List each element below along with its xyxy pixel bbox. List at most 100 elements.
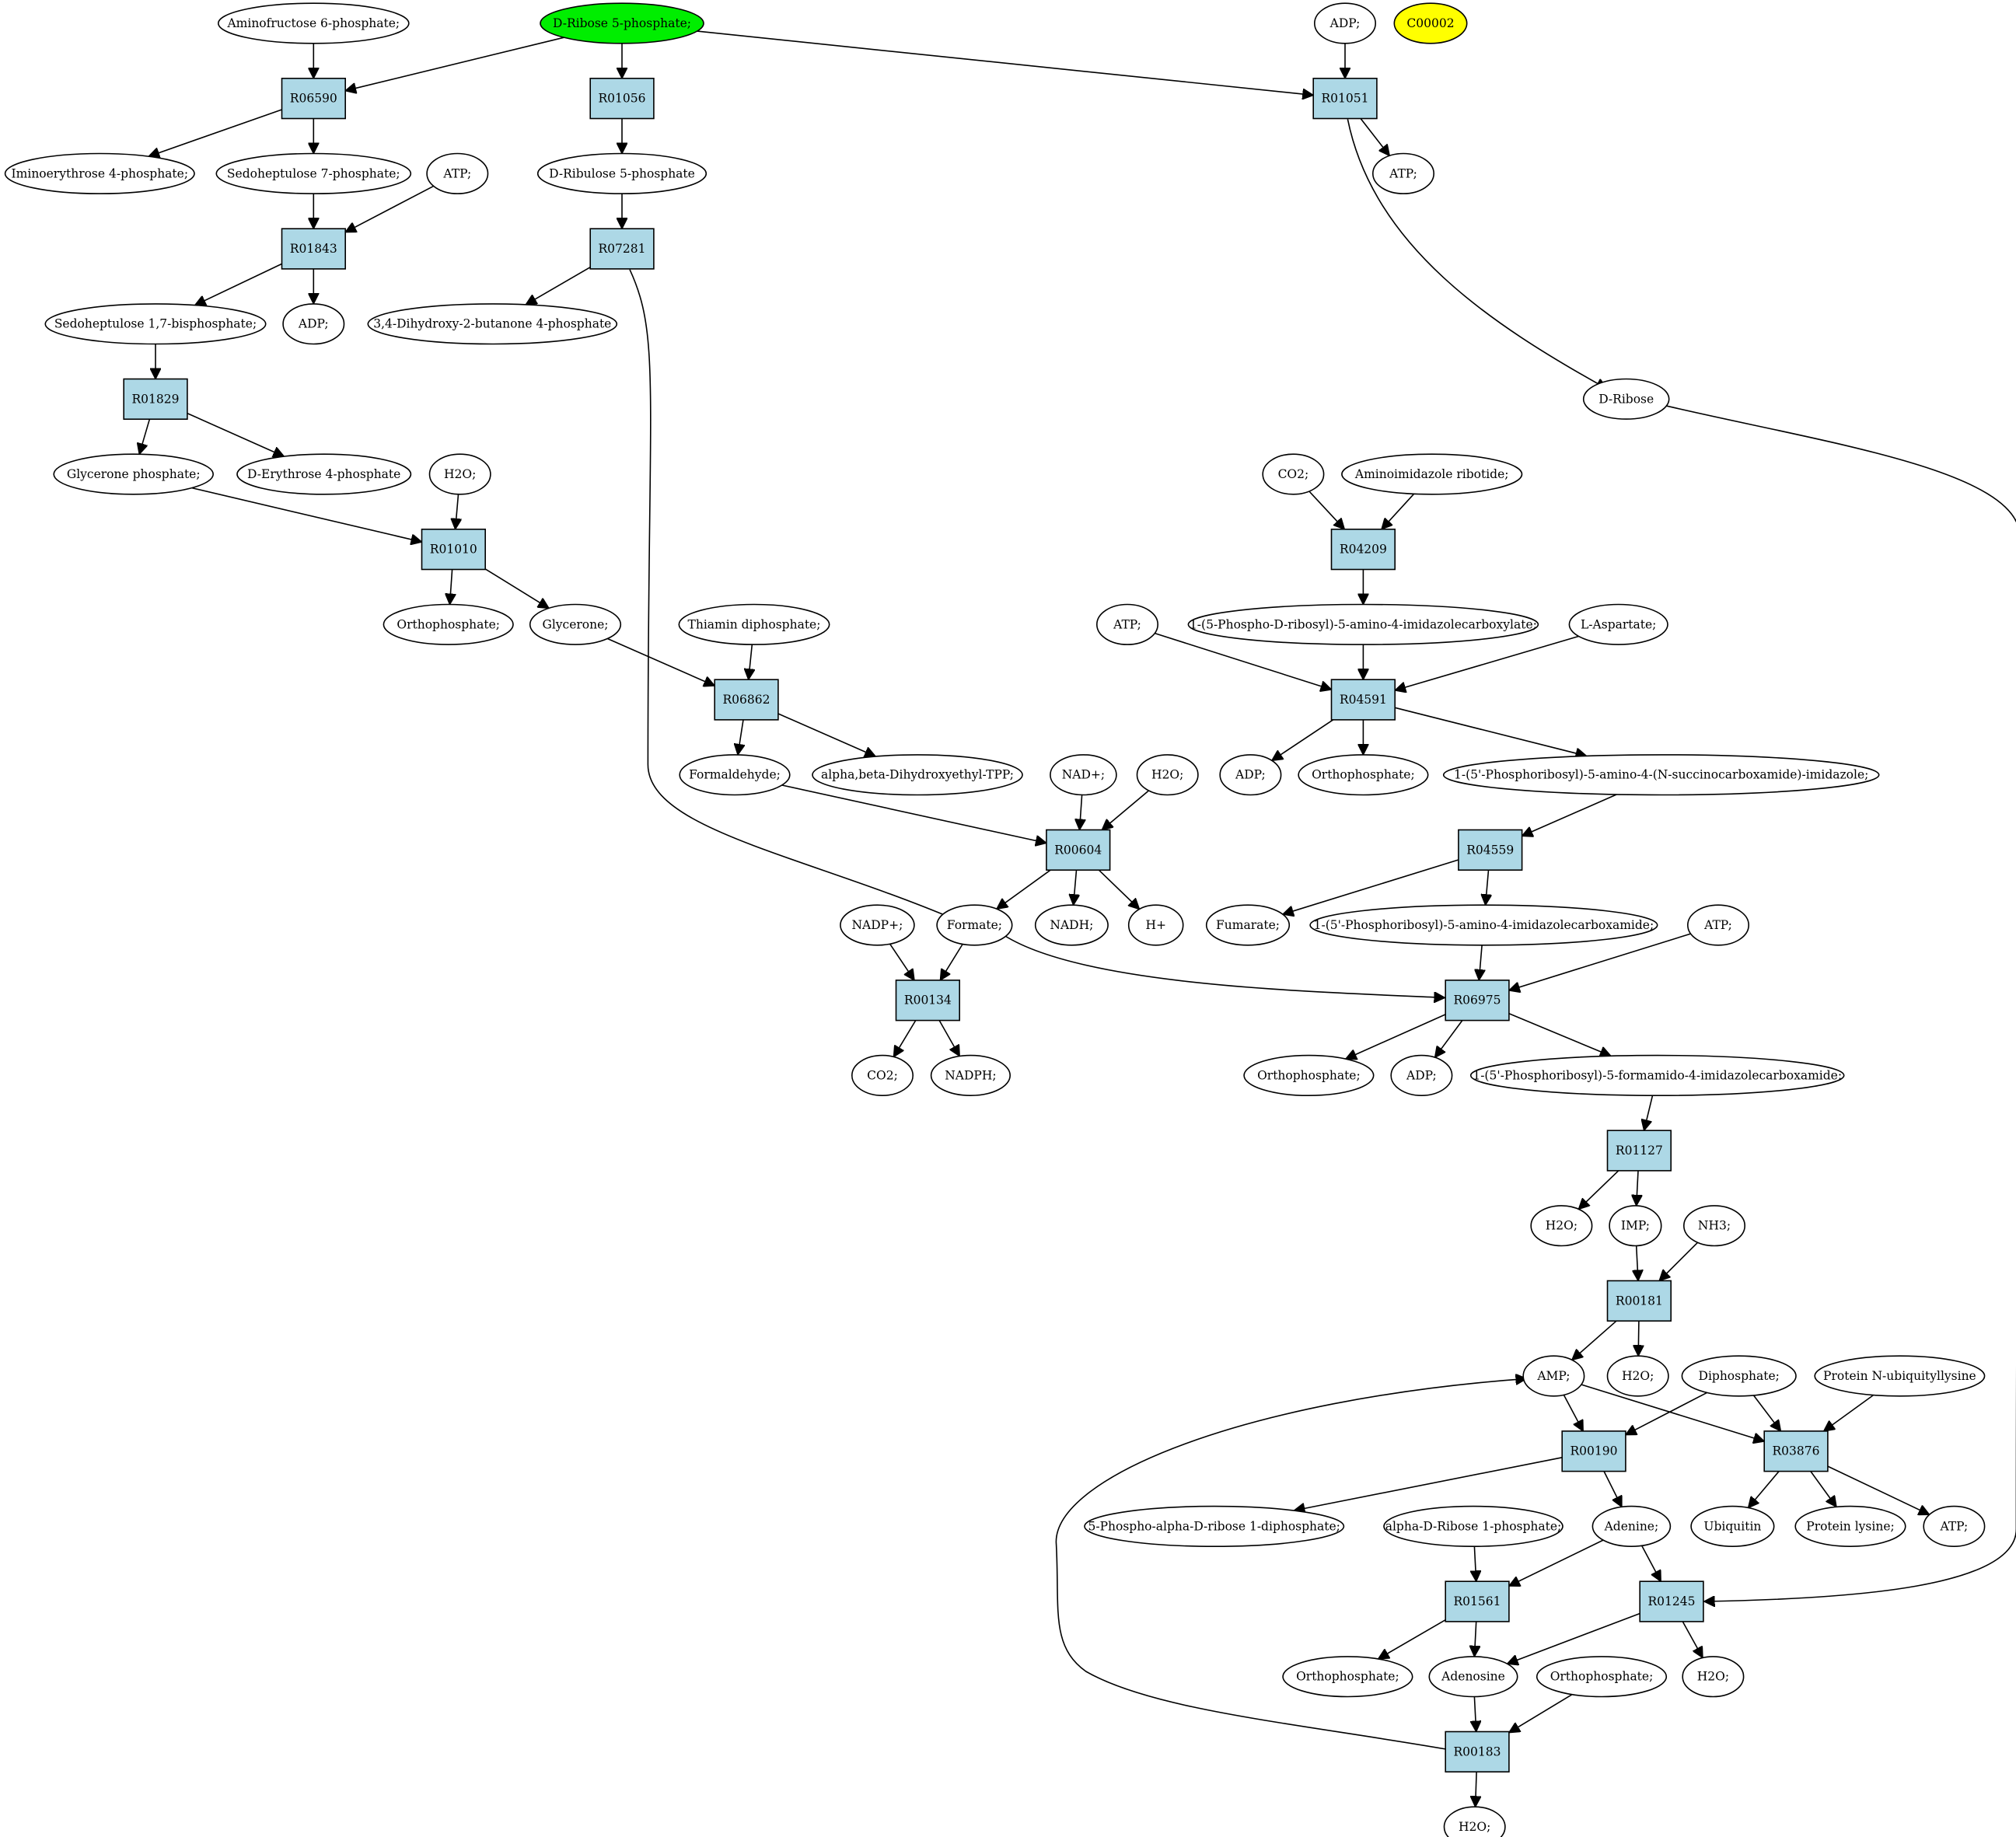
node-label: R06862	[723, 693, 770, 707]
compound-ellipse	[1606, 1355, 1669, 1397]
edge-r_R01051-to-c_atp_top	[1360, 118, 1389, 156]
compound-ellipse	[217, 2, 410, 44]
compound-node-c_h2o_1[interactable]: H2O;	[428, 453, 491, 495]
compound-node-c_nadh[interactable]: NADH;	[1034, 904, 1109, 946]
reaction-node-r_R01245[interactable]: R01245	[1639, 1580, 1704, 1622]
compound-node-c_h2o_2[interactable]: H2O;	[1136, 754, 1199, 796]
compound-node-c_c00002[interactable]: C00002	[1393, 2, 1468, 44]
compound-node-c_h2o_4[interactable]: H2O;	[1606, 1355, 1669, 1397]
compound-node-c_nadp_plus[interactable]: NAD+;	[1050, 754, 1117, 796]
reaction-node-r_R06975[interactable]: R06975	[1445, 980, 1510, 1022]
compound-node-c_tpp[interactable]: alpha,beta-Dihydroxyethyl-TPP;	[812, 754, 1023, 796]
reaction-node-r_R00190[interactable]: R00190	[1561, 1430, 1626, 1472]
node-label: ATP;	[1113, 617, 1141, 631]
compound-ellipse	[1683, 1205, 1746, 1247]
reaction-node-r_R01010[interactable]: R01010	[421, 528, 486, 571]
reaction-node-r_R06862[interactable]: R06862	[714, 679, 779, 721]
compound-node-c_formate[interactable]: Formate;	[936, 904, 1013, 946]
compound-node-c_h2o_3[interactable]: H2O;	[1530, 1205, 1593, 1247]
compound-node-c_saicar[interactable]: 1-(5'-Phosphoribosyl)-5-amino-4-(N-succi…	[1442, 754, 1880, 796]
compound-node-c_ubiquitin[interactable]: Ubiquitin	[1690, 1505, 1775, 1547]
compound-node-c_dhb4p[interactable]: 3,4-Dihydroxy-2-butanone 4-phosphate	[367, 303, 618, 345]
compound-node-c_nadpplus[interactable]: NADP+;	[840, 904, 915, 946]
reaction-node-r_R01843[interactable]: R01843	[281, 228, 346, 270]
compound-node-c_adenosine[interactable]: Adenosine	[1428, 1656, 1518, 1698]
compound-node-c_atp_1[interactable]: ATP;	[426, 152, 489, 194]
compound-node-c_orthop_3[interactable]: Orthophosphate;	[1243, 1054, 1375, 1096]
node-label: alpha,beta-Dihydroxyethyl-TPP;	[821, 768, 1014, 782]
compound-node-c_amp[interactable]: AMP;	[1522, 1355, 1585, 1397]
compound-node-c_atp_3[interactable]: ATP;	[1687, 904, 1750, 946]
edge-c_atp_3-to-r_R06975	[1509, 933, 1691, 990]
node-label: NAD+;	[1062, 768, 1105, 782]
edge-r_R01561-to-c_adenosine	[1474, 1621, 1476, 1657]
reaction-node-r_R03876[interactable]: R03876	[1763, 1430, 1829, 1472]
compound-node-c_orthop_2[interactable]: Orthophosphate;	[1298, 754, 1429, 796]
compound-node-c_cair[interactable]: 1-(5-Phospho-D-ribosyl)-5-amino-4-imidaz…	[1187, 603, 1539, 645]
compound-node-c_fumarate[interactable]: Fumarate;	[1205, 904, 1291, 946]
node-label: Protein lysine;	[1806, 1519, 1894, 1533]
compound-node-c_h2o_5[interactable]: H2O;	[1682, 1656, 1745, 1698]
compound-node-c_formaldehyde[interactable]: Formaldehyde;	[679, 754, 791, 796]
node-label: Iminoerythrose 4-phosphate;	[12, 166, 189, 180]
node-label: R01829	[132, 392, 180, 406]
compound-node-c_co2_1[interactable]: CO2;	[1262, 453, 1325, 495]
compound-node-c_aicar[interactable]: 1-(5'-Phosphoribosyl)-5-amino-4-imidazol…	[1309, 904, 1658, 946]
compound-node-c_nadph[interactable]: NADPH;	[930, 1054, 1011, 1096]
reaction-node-r_R04559[interactable]: R04559	[1458, 829, 1523, 871]
compound-node-c_protein_ub[interactable]: Protein N-ubiquityllysine	[1814, 1355, 1986, 1397]
compound-node-c_nh3[interactable]: NH3;	[1683, 1205, 1746, 1247]
reaction-box	[589, 228, 655, 270]
compound-node-c_co2_2[interactable]: CO2;	[851, 1054, 914, 1096]
compound-node-c_dribose[interactable]: D-Ribose	[1582, 378, 1670, 420]
compound-node-c_ar1p[interactable]: alpha-D-Ribose 1-phosphate;	[1383, 1505, 1564, 1547]
compound-node-c_aminofructose[interactable]: Aminofructose 6-phosphate;	[217, 2, 410, 44]
compound-node-c_orthop_1[interactable]: Orthophosphate;	[383, 603, 514, 645]
reaction-node-r_R01561[interactable]: R01561	[1445, 1580, 1510, 1622]
compound-node-c_dribulose5p[interactable]: D-Ribulose 5-phosphate	[536, 152, 708, 194]
compound-node-c_prpp[interactable]: 5-Phospho-alpha-D-ribose 1-diphosphate;	[1084, 1505, 1345, 1547]
edge-r_R04591-to-c_adp_2	[1272, 719, 1334, 760]
reaction-node-r_R01051[interactable]: R01051	[1312, 78, 1378, 120]
compound-node-c_protlys[interactable]: Protein lysine;	[1794, 1505, 1906, 1547]
compound-node-c_imp[interactable]: IMP;	[1609, 1205, 1662, 1247]
compound-node-c_air[interactable]: Aminoimidazole ribotide;	[1341, 453, 1523, 495]
compound-ellipse	[1050, 754, 1117, 796]
compound-ellipse	[426, 152, 489, 194]
compound-node-c_adp_3[interactable]: ADP;	[1390, 1054, 1453, 1096]
compound-node-c_adp_1[interactable]: ADP;	[282, 303, 345, 345]
reaction-node-r_R00604[interactable]: R00604	[1046, 829, 1111, 871]
compound-node-c_faicar[interactable]: 1-(5'-Phosphoribosyl)-5-formamido-4-imid…	[1469, 1054, 1845, 1096]
compound-node-c_adp_2[interactable]: ADP;	[1219, 754, 1282, 796]
reaction-node-r_R00183[interactable]: R00183	[1445, 1730, 1510, 1773]
compound-node-c_atp_top[interactable]: ATP;	[1372, 152, 1435, 194]
compound-node-c_orthop_5[interactable]: Orthophosphate;	[1536, 1656, 1668, 1698]
compound-node-c_atp_4[interactable]: ATP;	[1923, 1505, 1986, 1547]
compound-node-c_iminoerythrose[interactable]: Iminoerythrose 4-phosphate;	[4, 152, 195, 194]
compound-node-c_sedo7p[interactable]: Sedoheptulose 7-phosphate;	[215, 152, 412, 194]
compound-node-c_atp_2[interactable]: ATP;	[1096, 603, 1159, 645]
compound-node-c_adp_top[interactable]: ADP;	[1314, 2, 1377, 44]
compound-node-c_glycerone[interactable]: Glycerone;	[529, 603, 622, 645]
reaction-node-r_R00134[interactable]: R00134	[895, 980, 960, 1022]
reaction-node-r_R01127[interactable]: R01127	[1606, 1130, 1672, 1172]
compound-node-c_adenine[interactable]: Adenine;	[1591, 1505, 1672, 1547]
reaction-node-r_R01829[interactable]: R01829	[123, 378, 188, 421]
reaction-node-r_R04591[interactable]: R04591	[1330, 679, 1396, 721]
compound-node-c_laspartate[interactable]: L-Aspartate;	[1568, 603, 1668, 645]
compound-node-c_diphosphate[interactable]: Diphosphate;	[1681, 1355, 1797, 1397]
reaction-node-r_R04209[interactable]: R04209	[1330, 528, 1396, 571]
reaction-node-r_R06590[interactable]: R06590	[281, 78, 346, 120]
compound-node-c_derythrose4p[interactable]: D-Erythrose 4-phosphate	[236, 453, 412, 495]
compound-node-c_orthop_4[interactable]: Orthophosphate;	[1282, 1656, 1413, 1698]
reaction-node-r_R00181[interactable]: R00181	[1606, 1280, 1672, 1322]
compound-node-c_h2o_6[interactable]: H2O;	[1443, 1806, 1506, 1837]
compound-node-c_dribose5p[interactable]: D-Ribose 5-phosphate;	[540, 2, 704, 44]
edge-c_protein_ub-to-r_R03876	[1824, 1394, 1874, 1431]
compound-node-c_sedo17bp[interactable]: Sedoheptulose 1,7-bisphosphate;	[44, 303, 267, 345]
compound-node-c_thiamin[interactable]: Thiamin diphosphate;	[678, 603, 830, 645]
reaction-node-r_R01056[interactable]: R01056	[589, 78, 655, 120]
compound-node-c_hplus[interactable]: H+	[1127, 904, 1184, 946]
reaction-node-r_R07281[interactable]: R07281	[589, 228, 655, 270]
compound-node-c_glyceronep[interactable]: Glycerone phosphate;	[53, 453, 214, 495]
